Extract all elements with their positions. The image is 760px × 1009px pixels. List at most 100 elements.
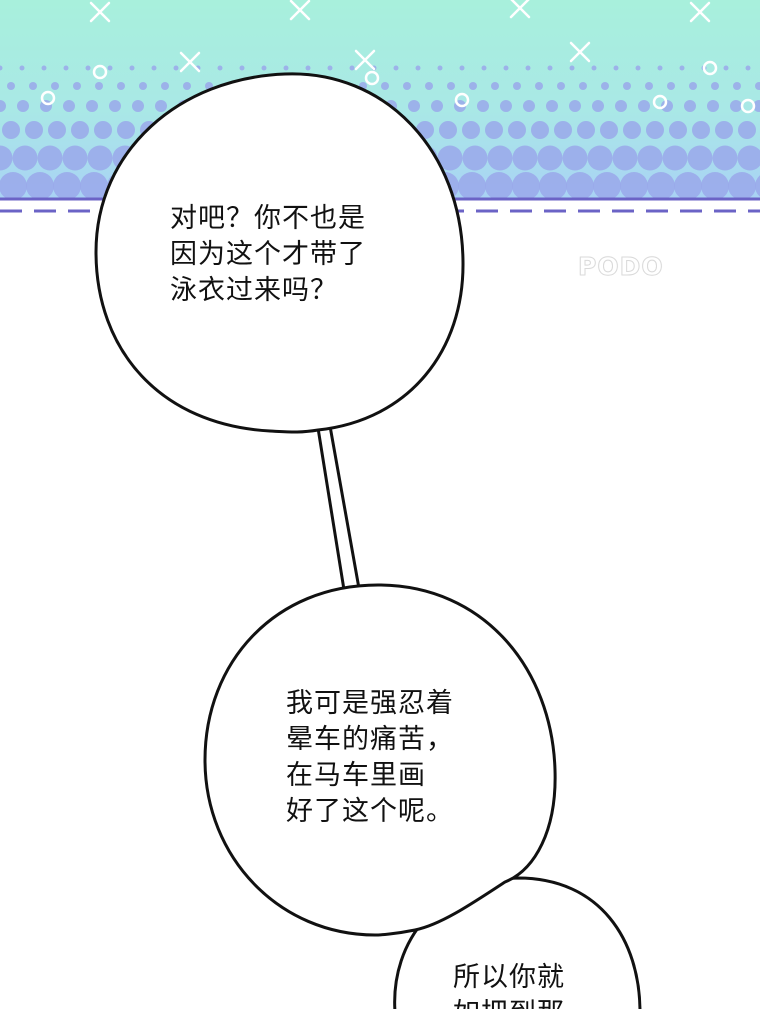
halftone-dot — [41, 65, 47, 71]
speech-bubble-3-text: 所以你就 如把到那 — [453, 960, 565, 1009]
halftone-dot — [620, 172, 648, 200]
halftone-dot — [117, 82, 125, 90]
bubble-2-line-3: 在马车里画 — [286, 760, 426, 791]
sparkle-ring — [454, 92, 470, 108]
sparkle-cross — [179, 51, 201, 73]
halftone-dot — [485, 172, 513, 200]
sparkle-ring — [702, 60, 718, 76]
sparkle-cross — [509, 0, 531, 19]
halftone-dot — [437, 145, 463, 171]
halftone-dot — [85, 65, 91, 71]
halftone-dot — [679, 65, 685, 71]
halftone-dot — [462, 121, 480, 139]
halftone-dot — [745, 65, 751, 71]
halftone-dot — [569, 65, 575, 71]
halftone-dot — [591, 65, 597, 71]
halftone-dot — [579, 82, 587, 90]
halftone-dot — [503, 65, 509, 71]
halftone-dot — [415, 65, 421, 71]
halftone-dot — [26, 172, 54, 200]
halftone-dot — [87, 145, 113, 171]
halftone-dot — [393, 65, 399, 71]
halftone-dot — [462, 145, 488, 171]
halftone-dot — [692, 121, 710, 139]
halftone-dot — [53, 172, 81, 200]
halftone-dot — [17, 100, 29, 112]
halftone-dot — [408, 100, 420, 112]
halftone-dot — [645, 82, 653, 90]
halftone-dot — [601, 82, 609, 90]
halftone-dot — [712, 145, 738, 171]
halftone-dot — [728, 172, 756, 200]
halftone-dot — [557, 82, 565, 90]
halftone-dot — [667, 82, 675, 90]
halftone-dot — [40, 100, 52, 112]
bubble-2-line-2: 晕车的痛苦， — [286, 724, 454, 755]
halftone-dot — [674, 172, 702, 200]
halftone-dot — [491, 82, 499, 90]
halftone-dot — [469, 82, 477, 90]
halftone-dot — [513, 82, 521, 90]
halftone-dot — [12, 145, 38, 171]
halftone-dot — [638, 100, 650, 112]
halftone-dot — [2, 121, 20, 139]
halftone-dot — [0, 65, 3, 71]
halftone-dot — [566, 172, 594, 200]
sparkle-cross — [354, 49, 376, 71]
halftone-dot — [537, 145, 563, 171]
halftone-dot — [593, 172, 621, 200]
speech-bubble-2-text: 我可是强忍着 晕车的痛苦， 在马车里画 好了这个呢。 — [286, 686, 454, 830]
halftone-dot — [615, 100, 627, 112]
halftone-dot — [431, 100, 443, 112]
halftone-dot — [0, 145, 13, 171]
sparkle-doodles — [40, 0, 756, 114]
halftone-dot — [587, 145, 613, 171]
halftone-dot — [635, 65, 641, 71]
halftone-dot — [173, 65, 179, 71]
bubble-2-line-1: 我可是强忍着 — [286, 688, 454, 719]
halftone-dot — [730, 100, 742, 112]
bubble-1-line-3: 泳衣过来吗？ — [170, 275, 338, 306]
halftone-dot — [661, 100, 673, 112]
bubble-3-line-2: 如把到那 — [453, 996, 565, 1009]
halftone-dot — [381, 82, 389, 90]
halftone-dot — [523, 100, 535, 112]
halftone-dot — [117, 121, 135, 139]
halftone-dot — [139, 82, 147, 90]
halftone-dot — [723, 65, 729, 71]
halftone-dot — [554, 121, 572, 139]
halftone-dot — [531, 121, 549, 139]
halftone-dot — [447, 82, 455, 90]
sparkle-cross — [89, 1, 111, 23]
halftone-dot — [129, 65, 135, 71]
bubble-connector — [316, 424, 362, 598]
halftone-dot — [349, 65, 355, 71]
halftone-dot — [459, 65, 465, 71]
halftone-dot — [327, 65, 333, 71]
halftone-dot — [646, 121, 664, 139]
bubble-2-line-4: 好了这个呢。 — [286, 796, 454, 827]
halftone-dot — [623, 82, 631, 90]
speech-bubble-2-shape — [203, 583, 557, 937]
halftone-dot — [94, 121, 112, 139]
halftone-dot — [161, 82, 169, 90]
halftone-dot — [711, 82, 719, 90]
halftone-dot — [48, 121, 66, 139]
halftone-dot — [753, 100, 760, 112]
halftone-dot — [51, 82, 59, 90]
halftone-dot — [569, 100, 581, 112]
halftone-dot — [63, 65, 69, 71]
halftone-dot — [132, 100, 144, 112]
halftone-dot — [662, 145, 688, 171]
halftone-dot — [508, 121, 526, 139]
halftone-dot — [86, 100, 98, 112]
halftone-dot — [600, 121, 618, 139]
halftone-dot — [687, 145, 713, 171]
halftone-dot — [109, 100, 121, 112]
sparkle-ring — [740, 98, 756, 114]
halftone-dot — [151, 65, 157, 71]
halftone-dot — [481, 65, 487, 71]
halftone-dot — [19, 65, 25, 71]
halftone-dot — [539, 172, 567, 200]
